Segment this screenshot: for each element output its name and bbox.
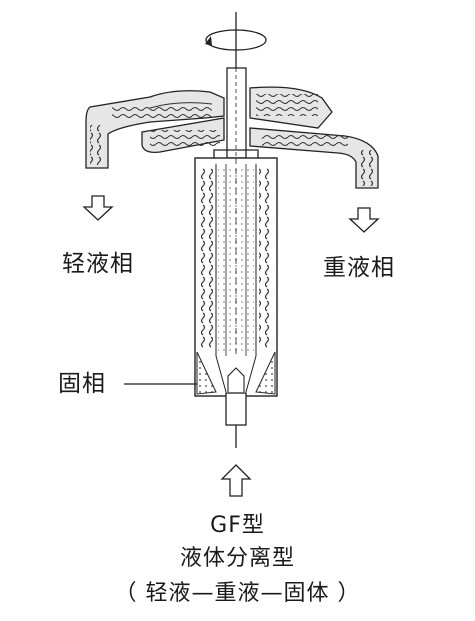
type-caption: 液体分离型 bbox=[179, 546, 295, 571]
down-arrow-icon bbox=[348, 207, 380, 233]
down-arrow-icon bbox=[82, 195, 114, 221]
drive-shaft bbox=[226, 12, 247, 159]
feed-pipe bbox=[225, 392, 247, 448]
heavy-liquid-outlet bbox=[249, 86, 379, 189]
light-liquid-outlet bbox=[85, 90, 225, 169]
up-arrow-icon bbox=[220, 464, 252, 497]
heavy-liquid-label: 重液相 bbox=[323, 255, 395, 281]
solid-phase-label: 固相 bbox=[58, 371, 106, 397]
light-liquid-label: 轻液相 bbox=[62, 251, 134, 277]
bowl bbox=[194, 149, 278, 397]
detail-caption: （ 轻液—重液—固体 ） bbox=[114, 581, 361, 606]
model-caption: GF型 bbox=[210, 513, 265, 538]
